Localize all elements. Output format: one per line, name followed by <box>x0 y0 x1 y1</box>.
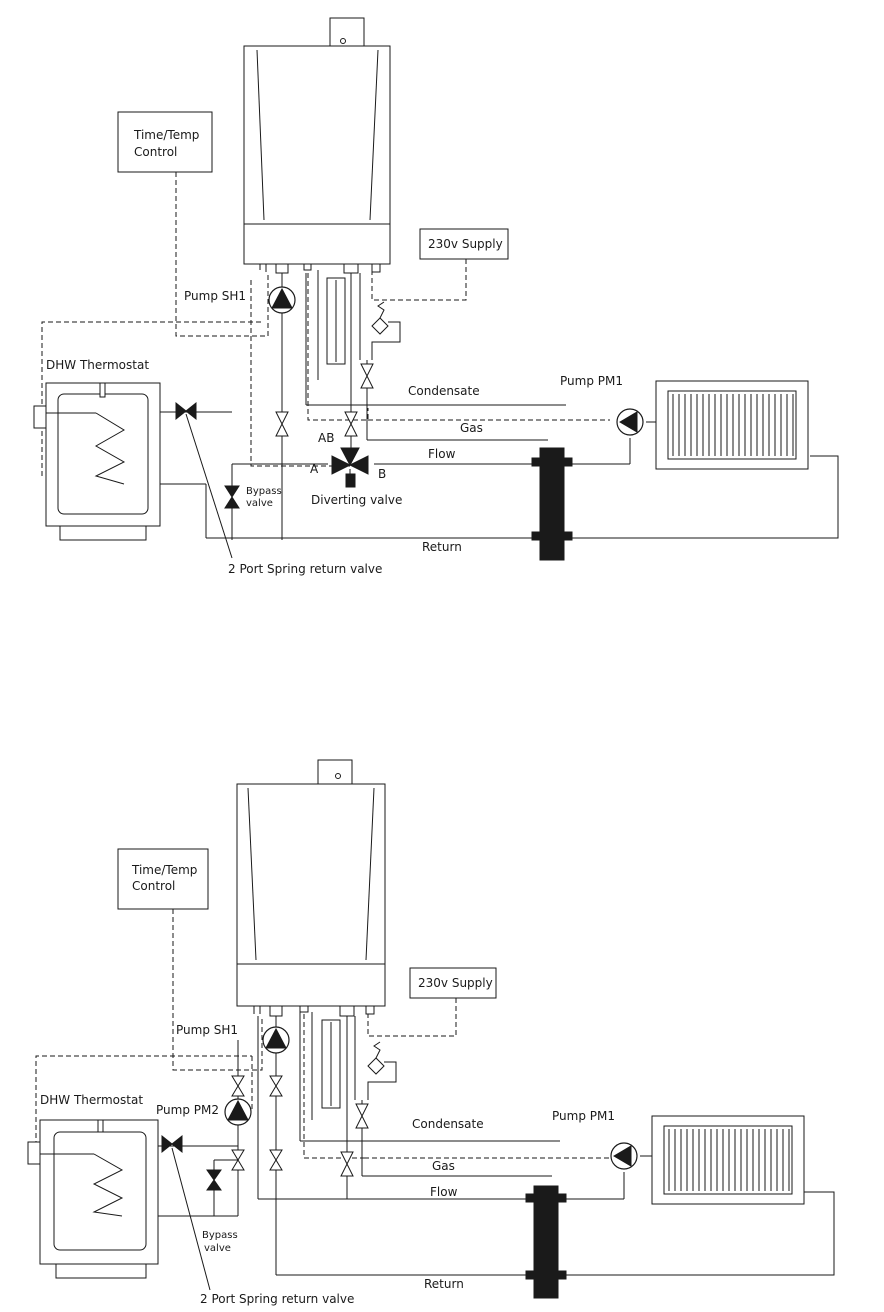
boiler <box>243 17 391 274</box>
bypass-label-1: Bypass <box>246 486 282 497</box>
bypass-label-2: valve <box>246 498 273 509</box>
spring-return-valve <box>175 401 197 421</box>
gas-label: Gas <box>460 421 483 435</box>
flow-label: Flow <box>430 1185 458 1199</box>
pump-pm1-label: Pump PM1 <box>552 1109 615 1123</box>
supply-230v-label: 230v Supply <box>418 976 493 990</box>
safety-valve <box>367 1041 397 1100</box>
port-ab-label: AB <box>318 431 334 445</box>
supply-230v-label: 230v Supply <box>428 237 503 251</box>
pump-pm1-label: Pump PM1 <box>560 374 623 388</box>
port-a-label: A <box>310 462 319 476</box>
condensate-label: Condensate <box>412 1117 484 1131</box>
boiler <box>236 759 386 1017</box>
supply-230v: 230v Supply <box>409 967 497 999</box>
bypass-valve: Bypass valve <box>202 1159 238 1254</box>
bypass-valve: Bypass valve <box>224 485 282 509</box>
dhw-cylinder: DHW Thermostat <box>27 1093 159 1279</box>
dhw-cylinder: DHW Thermostat <box>33 358 161 541</box>
pump-sh1: Pump SH1 <box>176 1023 290 1054</box>
time-temp-label-1: Time/Temp <box>133 128 199 142</box>
radiator <box>651 1115 805 1205</box>
pipework <box>64 1012 835 1276</box>
time-temp-control: Time/Temp Control <box>117 848 209 910</box>
condensate-label: Condensate <box>408 384 480 398</box>
gas-label: Gas <box>432 1159 455 1173</box>
diverting-valve-label: Diverting valve <box>311 493 402 507</box>
radiator <box>655 380 809 470</box>
time-temp-label-2: Control <box>134 145 177 159</box>
diagram-2-two-pump: Time/Temp Control 230v Supply <box>27 759 835 1306</box>
low-loss-header <box>531 447 573 561</box>
return-label: Return <box>424 1277 464 1291</box>
supply-230v: 230v Supply <box>419 228 509 260</box>
flow-label: Flow <box>428 447 456 461</box>
pipework <box>70 270 839 540</box>
pump-pm2: Pump PM2 <box>156 1098 252 1126</box>
time-temp-label-2: Control <box>132 879 175 893</box>
bypass-label-2: valve <box>204 1243 231 1254</box>
diverting-valve: AB A B Diverting valve <box>310 431 402 507</box>
spring-return-valve <box>161 1134 183 1154</box>
spring-return-valve-label: 2 Port Spring return valve <box>200 1292 354 1306</box>
bypass-label-1: Bypass <box>202 1230 238 1241</box>
dhw-thermostat-label: DHW Thermostat <box>46 358 149 372</box>
spring-return-valve-label: 2 Port Spring return valve <box>228 562 382 576</box>
pump-sh1: Pump SH1 <box>184 286 296 314</box>
return-label: Return <box>422 540 462 554</box>
port-b-label: B <box>378 467 386 481</box>
pump-pm1: Pump PM1 <box>560 374 644 436</box>
pump-sh1-label: Pump SH1 <box>184 289 246 303</box>
pump-pm2-label: Pump PM2 <box>156 1103 219 1117</box>
time-temp-label-1: Time/Temp <box>131 863 197 877</box>
isolation-valves <box>275 363 374 437</box>
pump-sh1-label: Pump SH1 <box>176 1023 238 1037</box>
isolation-valves <box>231 1075 369 1177</box>
low-loss-header <box>525 1185 567 1299</box>
safety-valve <box>371 301 401 360</box>
pump-pm1: Pump PM1 <box>552 1109 638 1170</box>
time-temp-control: Time/Temp Control <box>117 111 213 173</box>
dhw-thermostat-label: DHW Thermostat <box>40 1093 143 1107</box>
diagram-1-diverting-valve: Time/Temp Control 230v Supply <box>33 17 839 576</box>
